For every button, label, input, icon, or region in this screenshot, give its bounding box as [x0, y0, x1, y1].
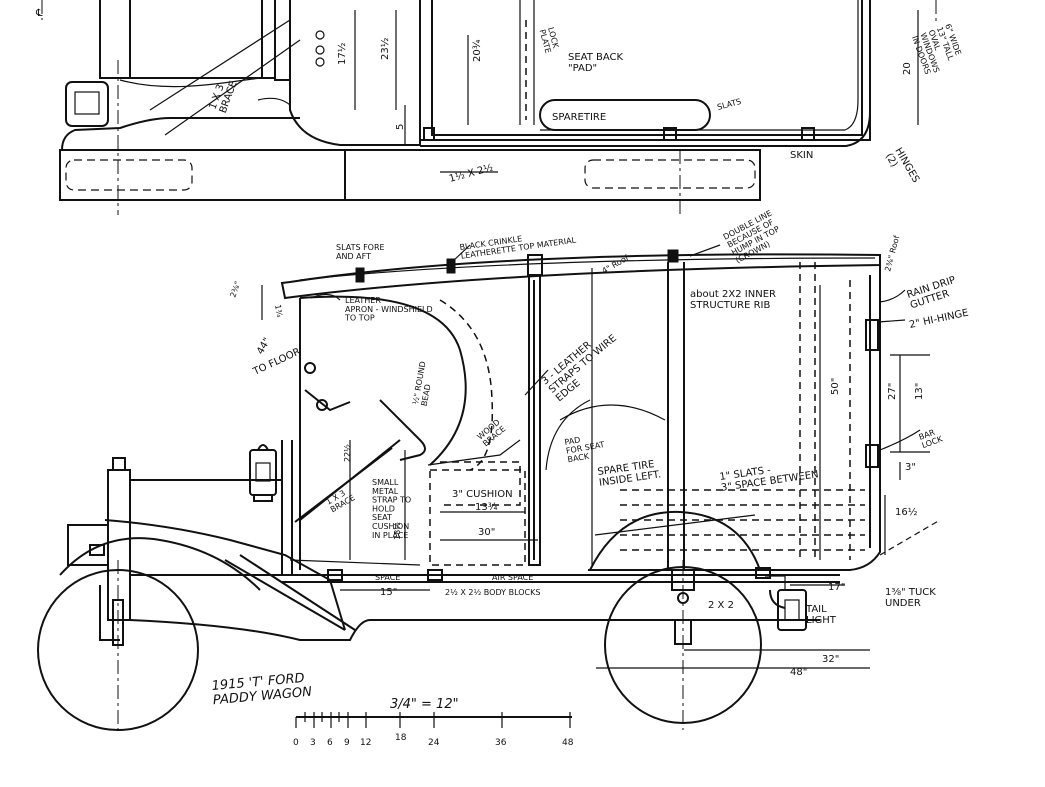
dim-16-half: 16½: [895, 506, 918, 518]
spare-tire-plan: [539, 99, 711, 131]
scale-tick-18: 18: [395, 733, 407, 743]
dim-2-3-8-left: 2⅜": [228, 280, 242, 299]
leather-straps-label: 3 - LEATHERSTRAPS TO WIREEDGE: [540, 324, 626, 404]
scale-label: 3/4" = 12": [390, 697, 459, 712]
scale-bar: 3/4" = 12" 0 3 6 9 12 18 24 36 48: [293, 697, 574, 748]
dim-3-cushion: 3" CUSHION: [452, 489, 513, 500]
dim-30: 30": [478, 527, 495, 538]
rain-drip-label: RAIN DRIPGUTTER: [906, 275, 961, 312]
hi-hinge-label: 2" HI-HINGE: [908, 308, 969, 331]
lock-plate-label: LOCKPLATE: [538, 26, 561, 54]
scale-tick-24: 24: [428, 738, 440, 748]
black-crinkle-label: BLACK CRINKLELEATHERETTE TOP MATERIAL: [459, 227, 577, 261]
scale-tick-3: 3: [310, 738, 316, 748]
radiator-cap-top: [65, 81, 109, 127]
dim-32: 32": [822, 654, 839, 665]
slats-top-label: SLATS: [716, 97, 742, 112]
dim-20: 20: [902, 62, 913, 75]
dim-2x2: 2 X 2: [708, 600, 734, 611]
top-centerline-mark: ℄: [35, 8, 43, 19]
dim-27: 27": [887, 383, 898, 400]
bar-lock-label: BARLOCK: [918, 426, 945, 450]
pad-seat-back-label: PADFOR SEATBACK: [564, 431, 607, 464]
roof-outline: [280, 253, 881, 300]
dim-22-half: 22½: [343, 444, 352, 462]
double-line-label: DOUBLE LINEBECAUSE OFHUMP IN TOP(CROWN): [722, 209, 786, 265]
dim-17: 17": [828, 582, 845, 593]
seat-back-label: SEAT BACK"PAD": [568, 52, 624, 74]
wood-brace-label: WOODBRACE: [476, 417, 508, 448]
tail-light: [777, 589, 807, 631]
brace-top-label: 1 X 3BRACE: [207, 76, 239, 115]
space-label: SPACE: [375, 573, 400, 582]
dim-44: 44": [255, 336, 273, 357]
air-space-label: AIR SPACE: [492, 573, 533, 582]
round-bead-label: ½" ROUNDBEAD: [411, 361, 436, 407]
scale-tick-6: 6: [327, 738, 333, 748]
dim-5: 5: [395, 124, 406, 130]
drawing-title: 1915 'T' FORDPADDY WAGON: [211, 670, 313, 708]
dim-48: 48": [790, 667, 807, 678]
scale-tick-48: 48: [562, 738, 574, 748]
slats-space-label: 1" SLATS -3" SPACE BETWEEN: [719, 458, 819, 493]
dim-20-3-4: 20¾: [472, 39, 483, 62]
body-blocks-label: 2½ X 2½ BODY BLOCKS: [445, 588, 540, 597]
dim-3: 3": [905, 462, 916, 473]
dim-1-3-4: 1¾: [273, 304, 284, 318]
dim-13-3-4: 13¾: [475, 502, 498, 513]
scale-tick-12: 12: [360, 738, 371, 748]
dim-2-3-8-roof: 2⅜" Roof: [883, 234, 901, 272]
spare-inside-label: SPARE TIREINSIDE LEFT.: [597, 458, 662, 488]
spare-tire-plan-label: SPARETIRE: [552, 112, 606, 123]
side-lamp: [249, 449, 277, 496]
skin-label: SKIN: [790, 150, 813, 161]
scale-tick-0: 0: [293, 738, 299, 748]
dim-15: 15": [380, 587, 397, 598]
center-post: [528, 274, 541, 566]
dim-50: 50": [830, 378, 841, 395]
dim-18-half: 18½: [393, 522, 402, 540]
scale-tick-9: 9: [344, 738, 350, 748]
dim-17-half: 17½: [336, 42, 348, 65]
dim-23-half: 23½: [379, 37, 391, 60]
scale-tick-36: 36: [495, 738, 507, 748]
brace-1x3-label: 1 X 3BRACE: [325, 486, 357, 515]
hinges-label: HINGES(2): [883, 146, 921, 190]
dim-1-5-x-2-5: 1½ X 2½: [448, 161, 495, 184]
top-plan-view: ℄: [35, 0, 963, 215]
dim-13: 13": [914, 383, 925, 400]
